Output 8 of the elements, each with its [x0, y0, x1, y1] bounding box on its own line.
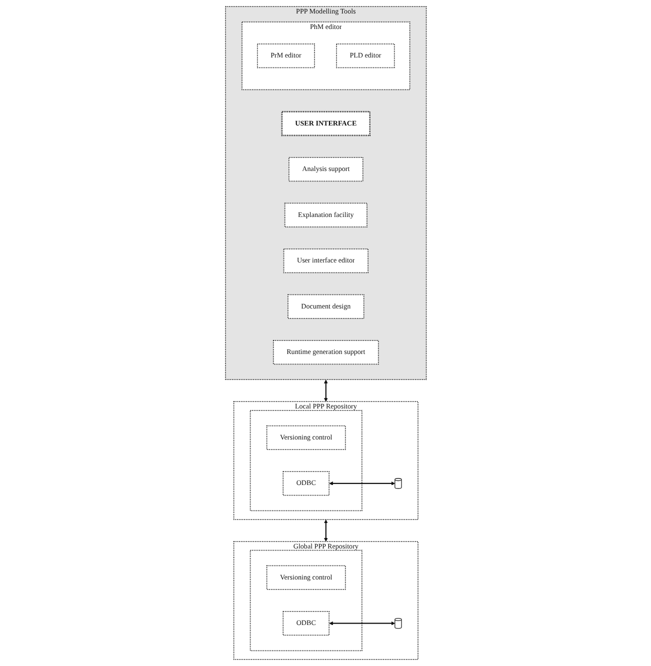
arrow — [324, 380, 328, 402]
cluster — [249, 550, 362, 652]
arrow — [324, 520, 328, 542]
node-cylinder — [394, 478, 402, 489]
cluster — [249, 410, 362, 512]
arrow — [328, 621, 395, 626]
node-cylinder — [394, 618, 402, 629]
arrow — [328, 482, 395, 486]
